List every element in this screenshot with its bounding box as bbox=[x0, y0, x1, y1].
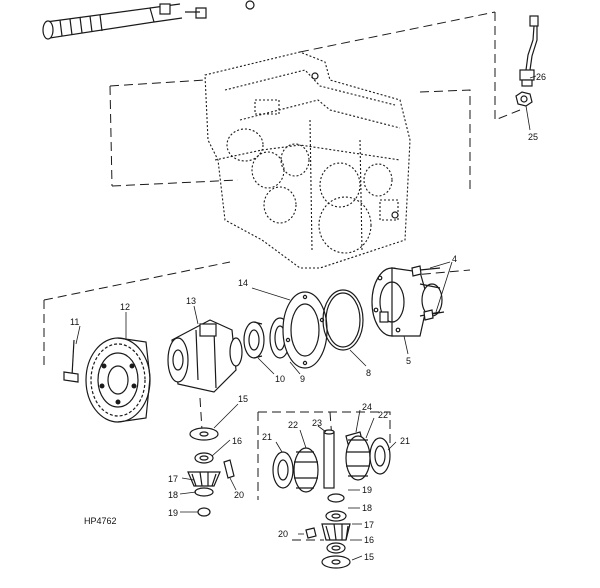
callout-23: 23 bbox=[312, 418, 322, 428]
callout-22-left: 22 bbox=[288, 420, 298, 430]
callout-26: 26 bbox=[536, 72, 546, 82]
callout-22-right: 22 bbox=[378, 410, 388, 420]
callout-21-right: 21 bbox=[400, 436, 410, 446]
callout-5: 5 bbox=[406, 356, 411, 366]
right-gear-cluster bbox=[272, 429, 391, 493]
callout-18-bottom: 18 bbox=[362, 503, 372, 513]
callout-20-bottom: 20 bbox=[278, 529, 288, 539]
figure-code: HP4762 bbox=[84, 516, 117, 526]
callout-10: 10 bbox=[275, 374, 285, 384]
sensor-assembly bbox=[515, 15, 539, 107]
callout-25: 25 bbox=[528, 132, 538, 142]
callout-20-left: 20 bbox=[234, 490, 244, 500]
callout-15-bottom: 15 bbox=[364, 552, 374, 562]
callout-11: 11 bbox=[70, 317, 79, 327]
housing-group-frame bbox=[43, 11, 521, 370]
callout-21-left: 21 bbox=[262, 432, 272, 442]
callout-8: 8 bbox=[366, 368, 371, 378]
callout-19-bottom: 19 bbox=[362, 485, 372, 495]
callout-14: 14 bbox=[238, 278, 248, 288]
callout-24: 24 bbox=[362, 402, 372, 412]
callout-4: 4 bbox=[452, 254, 457, 264]
ring-gear bbox=[85, 337, 151, 423]
callout-15-top: 15 bbox=[238, 394, 248, 404]
bearing-10 bbox=[243, 321, 265, 359]
callout-17-left: 17 bbox=[168, 474, 178, 484]
callout-labels: 26 25 4 14 13 12 11 10 9 8 5 15 16 17 18… bbox=[70, 72, 546, 562]
callout-13: 13 bbox=[186, 296, 196, 306]
bolt-11 bbox=[63, 339, 79, 383]
callout-9: 9 bbox=[300, 374, 305, 384]
differential-case bbox=[167, 319, 243, 393]
o-ring-8 bbox=[322, 289, 364, 351]
gasket-14 bbox=[282, 291, 328, 369]
left-gear-stack bbox=[187, 427, 235, 517]
callout-16-left: 16 bbox=[232, 436, 242, 446]
callout-16-bottom: 16 bbox=[364, 535, 374, 545]
cap-screws-4 bbox=[411, 265, 445, 321]
leader-lines bbox=[75, 75, 537, 561]
callout-17-bottom: 17 bbox=[364, 520, 374, 530]
callout-19-left: 19 bbox=[168, 508, 178, 518]
transmission-housing bbox=[204, 51, 411, 269]
bottom-gear-stack bbox=[305, 493, 351, 569]
bearing-quill-5 bbox=[371, 267, 443, 337]
callout-12: 12 bbox=[120, 302, 130, 312]
dash-frame-right bbox=[257, 411, 391, 500]
input-shaft bbox=[42, 0, 255, 40]
callout-18-left: 18 bbox=[168, 490, 178, 500]
dash-link-left bbox=[199, 397, 203, 431]
